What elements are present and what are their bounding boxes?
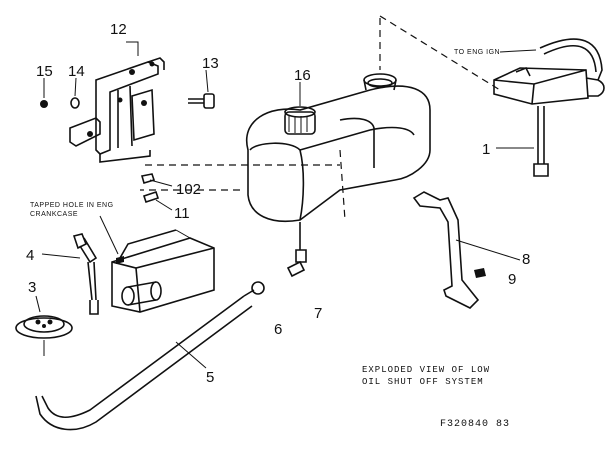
engine-crankcase: [99, 215, 215, 313]
label-16: 16: [294, 67, 311, 84]
annotation-tapped-hole-line1: TAPPED HOLE IN ENG: [30, 202, 114, 209]
fitting-7: [286, 222, 307, 278]
label-9: 9: [508, 271, 516, 288]
label-102: 102: [176, 181, 201, 198]
caption-line2: OIL SHUT OFF SYSTEM: [362, 377, 484, 387]
label-13: 13: [202, 55, 219, 72]
label-14: 14: [68, 63, 85, 80]
annotation-to-eng-ign: TO ENG IGN: [454, 49, 500, 56]
label-15: 15: [36, 63, 53, 80]
oil-level-switch-4: [41, 233, 99, 315]
label-4: 4: [26, 247, 34, 264]
support-bracket-8: [412, 191, 521, 309]
clip-11: [142, 190, 173, 211]
label-12: 12: [110, 21, 127, 38]
label-8: 8: [522, 251, 530, 268]
grommet-102: [140, 173, 173, 187]
oil-reservoir-tank: [140, 15, 501, 222]
nut-14: [70, 77, 80, 109]
label-3: 3: [28, 279, 36, 296]
label-7: 7: [314, 305, 322, 322]
mounting-bracket: [69, 41, 165, 163]
caption-line1: EXPLODED VIEW OF LOW: [362, 365, 490, 375]
oil-hose-5: [35, 295, 253, 431]
label-5: 5: [206, 369, 214, 386]
bolt-13: [188, 69, 215, 109]
fitting-6: [243, 281, 265, 297]
label-6: 6: [274, 321, 282, 338]
figure-code: F320840 83: [440, 419, 510, 430]
annotation-tapped-hole-line2: CRANKCASE: [30, 211, 78, 218]
ignition-cutoff-switch: [493, 38, 605, 177]
washer-15: [40, 78, 48, 108]
label-11: 11: [174, 205, 190, 222]
label-1: 1: [482, 141, 490, 158]
grommet-3: [15, 295, 73, 356]
